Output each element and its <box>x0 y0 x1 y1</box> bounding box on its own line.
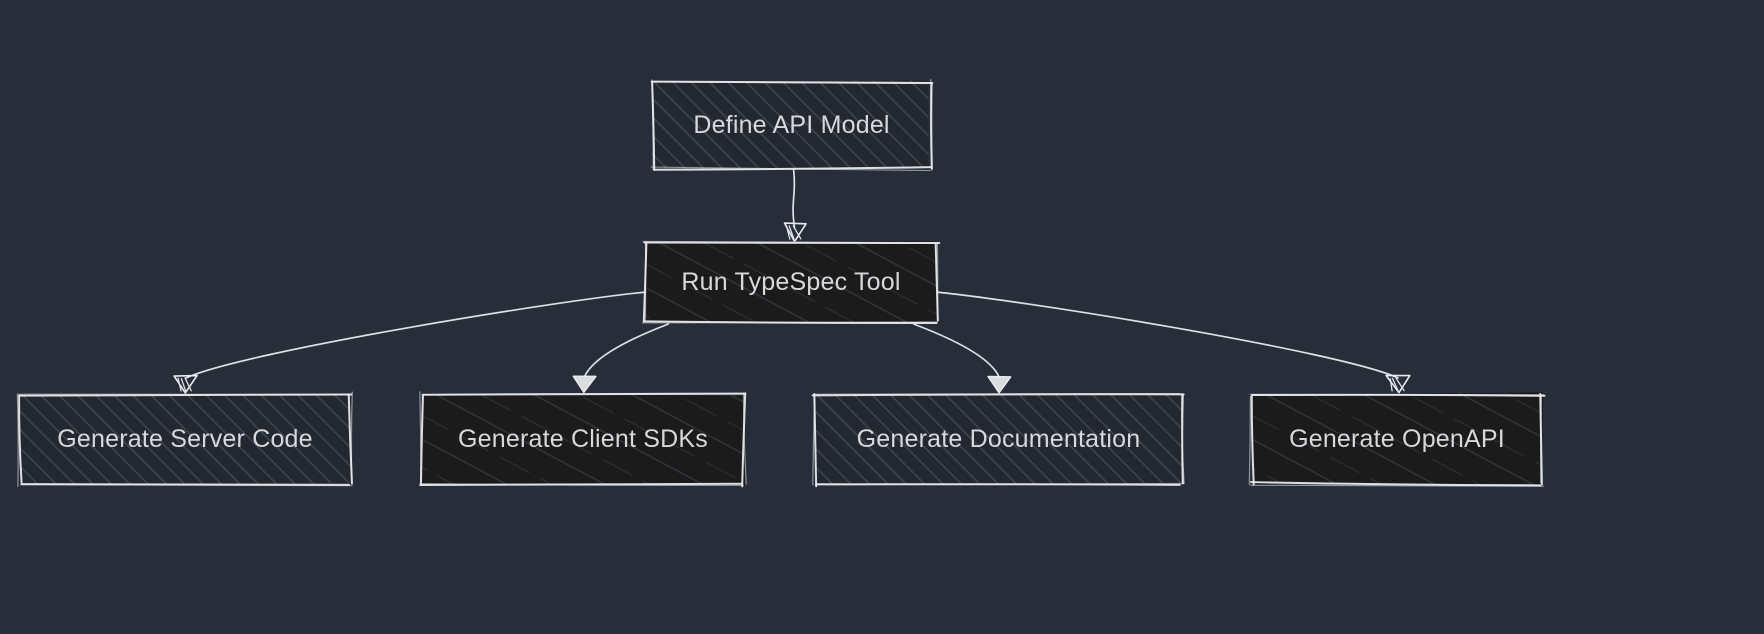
edge-path <box>584 324 668 378</box>
node-run-typespec-tool[interactable]: Run TypeSpec Tool <box>645 242 937 322</box>
node-generate-openapi[interactable]: Generate OpenAPI <box>1252 394 1542 484</box>
node-define-api-model[interactable]: Define API Model <box>653 82 930 168</box>
node-label: Generate Client SDKs <box>458 425 708 454</box>
node-label: Generate OpenAPI <box>1289 425 1505 454</box>
node-label: Run TypeSpec Tool <box>681 268 900 297</box>
node-generate-documentation[interactable]: Generate Documentation <box>815 394 1182 484</box>
node-label: Generate Documentation <box>857 425 1141 454</box>
node-label: Generate Server Code <box>57 425 313 454</box>
edge-path <box>931 292 1398 378</box>
edge-path <box>793 168 794 228</box>
edge-path <box>914 324 1000 378</box>
node-generate-server-code[interactable]: Generate Server Code <box>20 394 350 484</box>
edge-path <box>186 292 651 378</box>
node-generate-client-sdks[interactable]: Generate Client SDKs <box>422 394 744 484</box>
node-label: Define API Model <box>693 111 889 140</box>
